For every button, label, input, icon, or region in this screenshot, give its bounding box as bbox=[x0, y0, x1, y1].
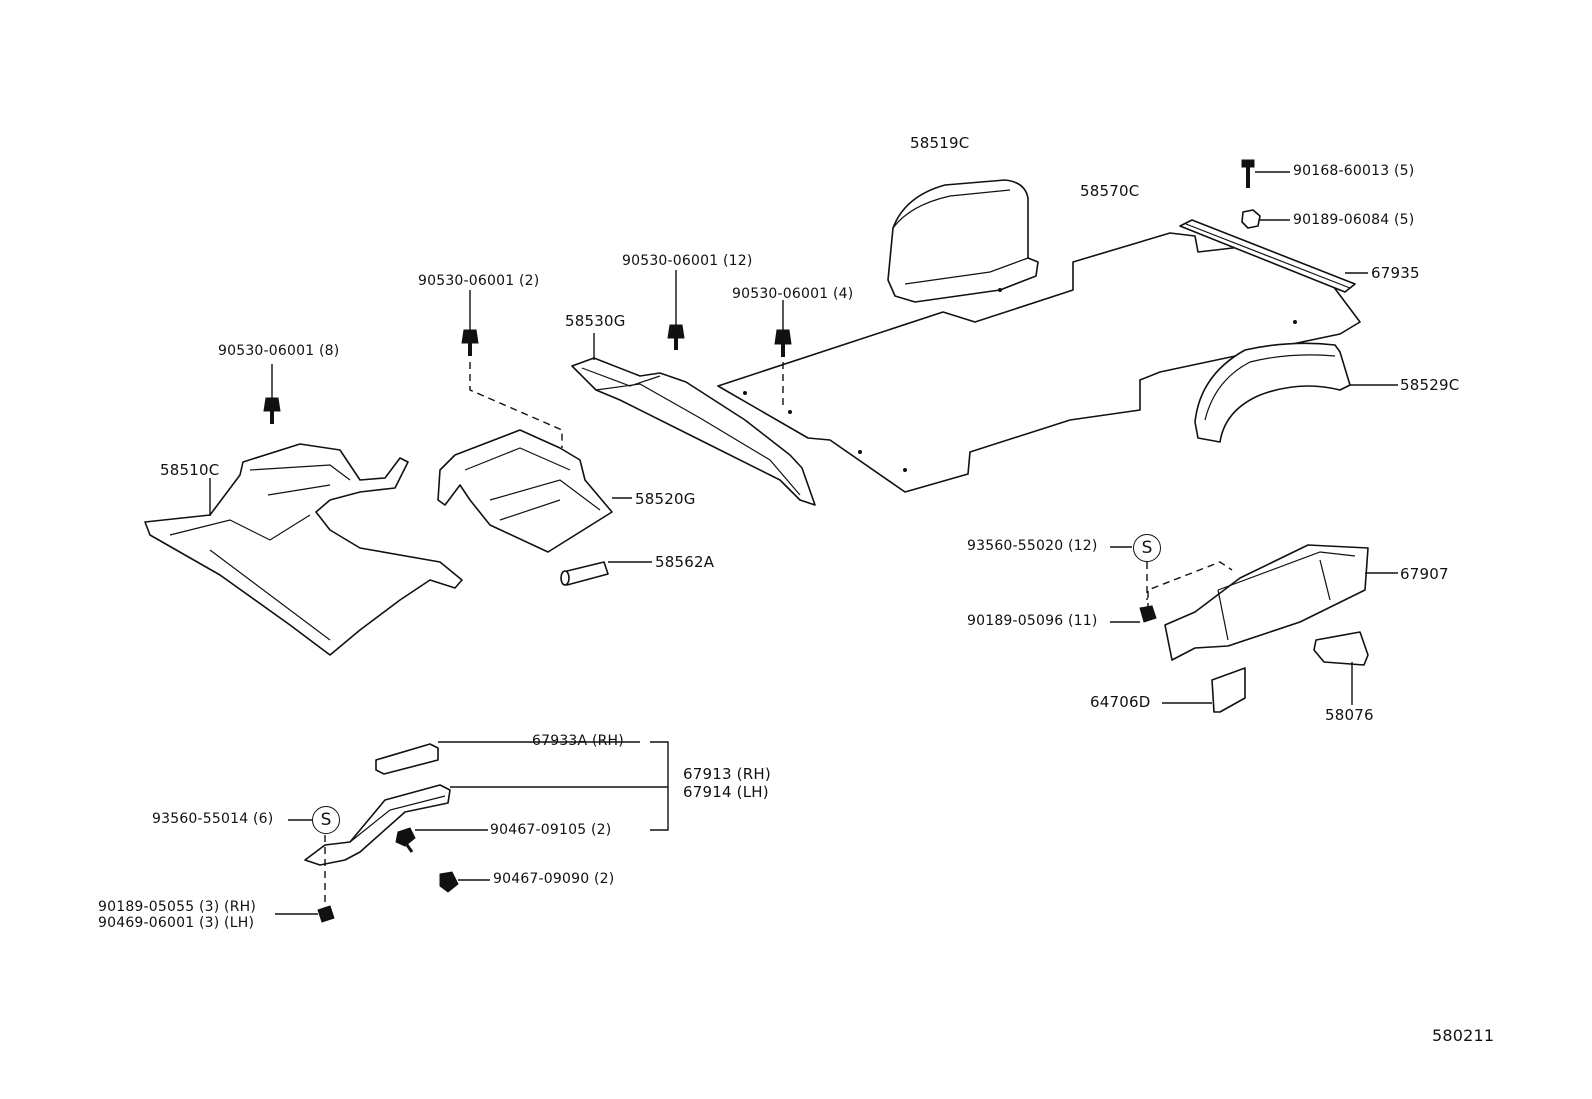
label-90530-06001-2: 90530-06001 (2) bbox=[418, 273, 540, 289]
label-58530g: 58530G bbox=[565, 312, 626, 330]
part-64706d[interactable] bbox=[1162, 667, 1246, 713]
part-67913-67914[interactable] bbox=[304, 741, 669, 866]
part-67933a[interactable] bbox=[375, 741, 640, 775]
part-90530-clip-4[interactable] bbox=[774, 300, 792, 408]
part-67935[interactable] bbox=[1179, 219, 1368, 293]
part-90530-clip-12[interactable] bbox=[667, 270, 685, 350]
label-90189-06084: 90189-06084 (5) bbox=[1293, 212, 1415, 228]
label-90189-05096: 90189-05096 (11) bbox=[967, 613, 1098, 629]
label-93560-55014: 93560-55014 (6) bbox=[152, 811, 274, 827]
label-67913: 67913 (RH) bbox=[683, 765, 771, 783]
label-90530-06001-8: 90530-06001 (8) bbox=[218, 343, 340, 359]
part-58510c[interactable] bbox=[144, 443, 463, 656]
part-90530-clip-2[interactable] bbox=[461, 290, 563, 448]
part-58530g[interactable] bbox=[571, 333, 816, 506]
part-90530-clip-8[interactable] bbox=[263, 364, 281, 424]
label-58519c: 58519C bbox=[910, 134, 970, 152]
s-symbol-93560-55014: S bbox=[312, 806, 340, 834]
part-93560-55020-screw-line bbox=[1110, 546, 1148, 600]
label-90467-09105: 90467-09105 (2) bbox=[490, 822, 612, 838]
label-67907: 67907 bbox=[1400, 565, 1449, 583]
part-67907[interactable] bbox=[1147, 544, 1398, 661]
label-90530-06001-12: 90530-06001 (12) bbox=[622, 253, 753, 269]
label-90189-05055: 90189-05055 (3) (RH) bbox=[98, 899, 257, 915]
part-58529c[interactable] bbox=[1194, 342, 1398, 443]
label-58562a: 58562A bbox=[655, 553, 715, 571]
part-90189-06084-nut[interactable] bbox=[1241, 209, 1290, 229]
label-90469-06001: 90469-06001 (3) (LH) bbox=[98, 915, 255, 931]
label-67933a: 67933A (RH) bbox=[532, 733, 624, 749]
label-90168-60013: 90168-60013 (5) bbox=[1293, 163, 1415, 179]
label-67914: 67914 (LH) bbox=[683, 783, 769, 801]
label-90530-06001-4: 90530-06001 (4) bbox=[732, 286, 854, 302]
part-90189-05096-nut[interactable] bbox=[1110, 605, 1157, 623]
label-64706d: 64706D bbox=[1090, 693, 1151, 711]
part-93560-55014-line bbox=[288, 819, 326, 910]
label-58570c: 58570C bbox=[1080, 182, 1140, 200]
label-90467-09090: 90467-09090 (2) bbox=[493, 871, 615, 887]
part-90168-bolt[interactable] bbox=[1241, 159, 1290, 188]
label-93560-55020: 93560-55020 (12) bbox=[967, 538, 1098, 554]
label-58076: 58076 bbox=[1325, 706, 1374, 724]
part-58562a[interactable] bbox=[560, 561, 652, 586]
part-58519c[interactable] bbox=[887, 179, 1039, 303]
label-58520g: 58520G bbox=[635, 490, 696, 508]
label-58529c: 58529C bbox=[1400, 376, 1460, 394]
part-90467-09090-clip[interactable] bbox=[439, 871, 490, 893]
part-90189-05055-nut[interactable] bbox=[275, 905, 335, 923]
diagram-ref-code: 580211 bbox=[1432, 1026, 1495, 1045]
part-58076[interactable] bbox=[1313, 631, 1369, 705]
part-90467-09105-clip[interactable] bbox=[395, 827, 488, 853]
label-58510c: 58510C bbox=[160, 461, 220, 479]
s-symbol-93560-55020: S bbox=[1133, 534, 1161, 562]
label-67935: 67935 bbox=[1371, 264, 1420, 282]
part-58520g[interactable] bbox=[437, 429, 632, 553]
part-58570c[interactable] bbox=[717, 232, 1361, 493]
